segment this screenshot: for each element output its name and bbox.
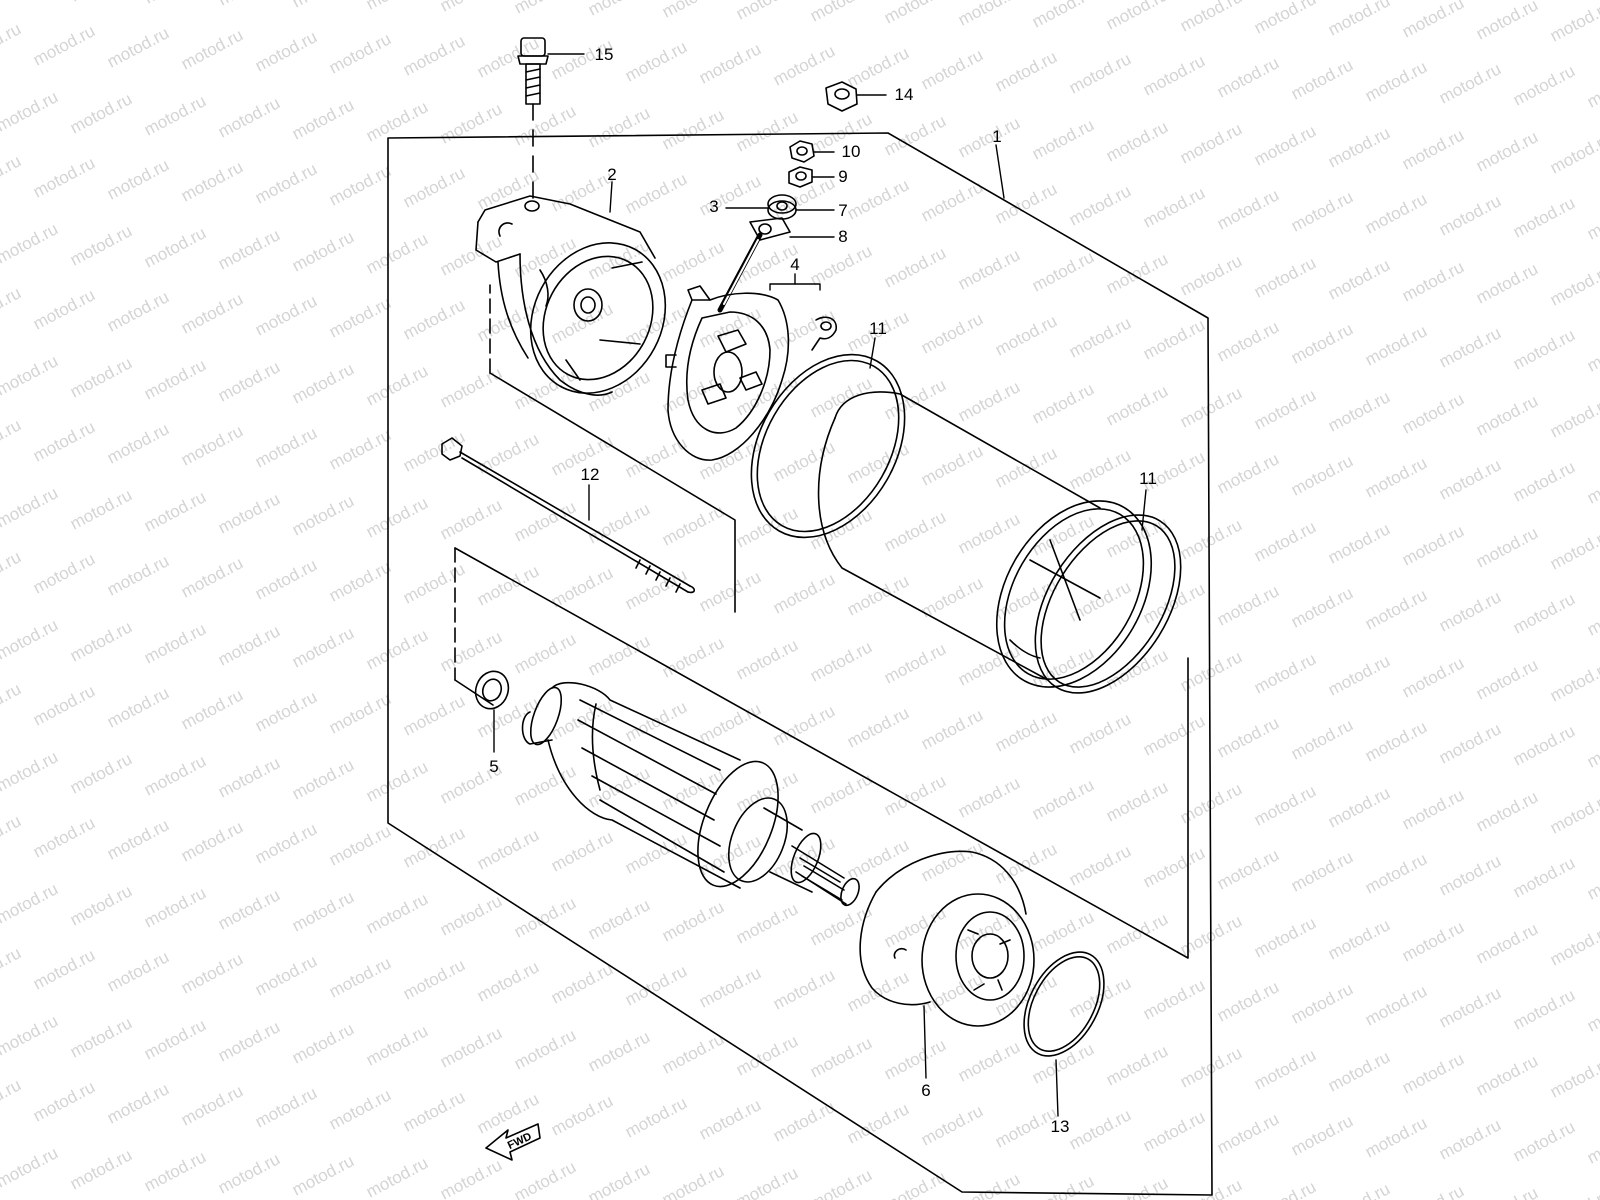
callout-c10: 10 xyxy=(842,142,861,161)
nut-14 xyxy=(825,81,858,112)
armature-group-outline xyxy=(454,547,1189,959)
callout-c3: 3 xyxy=(709,197,718,216)
bolt-group-outline xyxy=(489,372,736,613)
o-ring-11-upper xyxy=(750,353,906,539)
armature xyxy=(521,681,860,907)
callout-c11a: 11 xyxy=(869,319,887,338)
callout-c2: 2 xyxy=(607,165,616,184)
callout-c11b: 11 xyxy=(1139,469,1157,488)
callout-c1: 1 xyxy=(992,127,1001,146)
callout-c6: 6 xyxy=(921,1081,930,1100)
fwd-arrow-icon xyxy=(485,1123,541,1161)
callout-c5: 5 xyxy=(489,757,498,776)
o-ring-13 xyxy=(1023,951,1105,1057)
callout-c4: 4 xyxy=(790,255,799,274)
brush-holder-4 xyxy=(665,232,837,461)
yoke-housing xyxy=(817,391,1153,688)
bolt-15 xyxy=(517,37,549,209)
washer-5 xyxy=(474,670,510,710)
washer-9 xyxy=(788,166,813,188)
callout-c14: 14 xyxy=(895,85,914,104)
nut-10 xyxy=(789,140,815,163)
callout-c15: 15 xyxy=(595,45,614,64)
through-bolt-12 xyxy=(441,437,696,594)
o-ring-11-lower xyxy=(1034,514,1182,694)
leader-lines xyxy=(493,53,1147,1117)
housing-end-2 xyxy=(475,195,667,396)
callout-c12: 12 xyxy=(581,465,600,484)
assembly-outline xyxy=(387,132,1213,1196)
plate-8 xyxy=(749,217,791,241)
callout-c8: 8 xyxy=(838,227,847,246)
armature-group-bracket-foot xyxy=(454,679,494,706)
callout-c13: 13 xyxy=(1051,1117,1070,1136)
callout-c9: 9 xyxy=(838,167,847,186)
callout-c7: 7 xyxy=(838,201,847,220)
end-housing-6 xyxy=(859,850,1035,1027)
